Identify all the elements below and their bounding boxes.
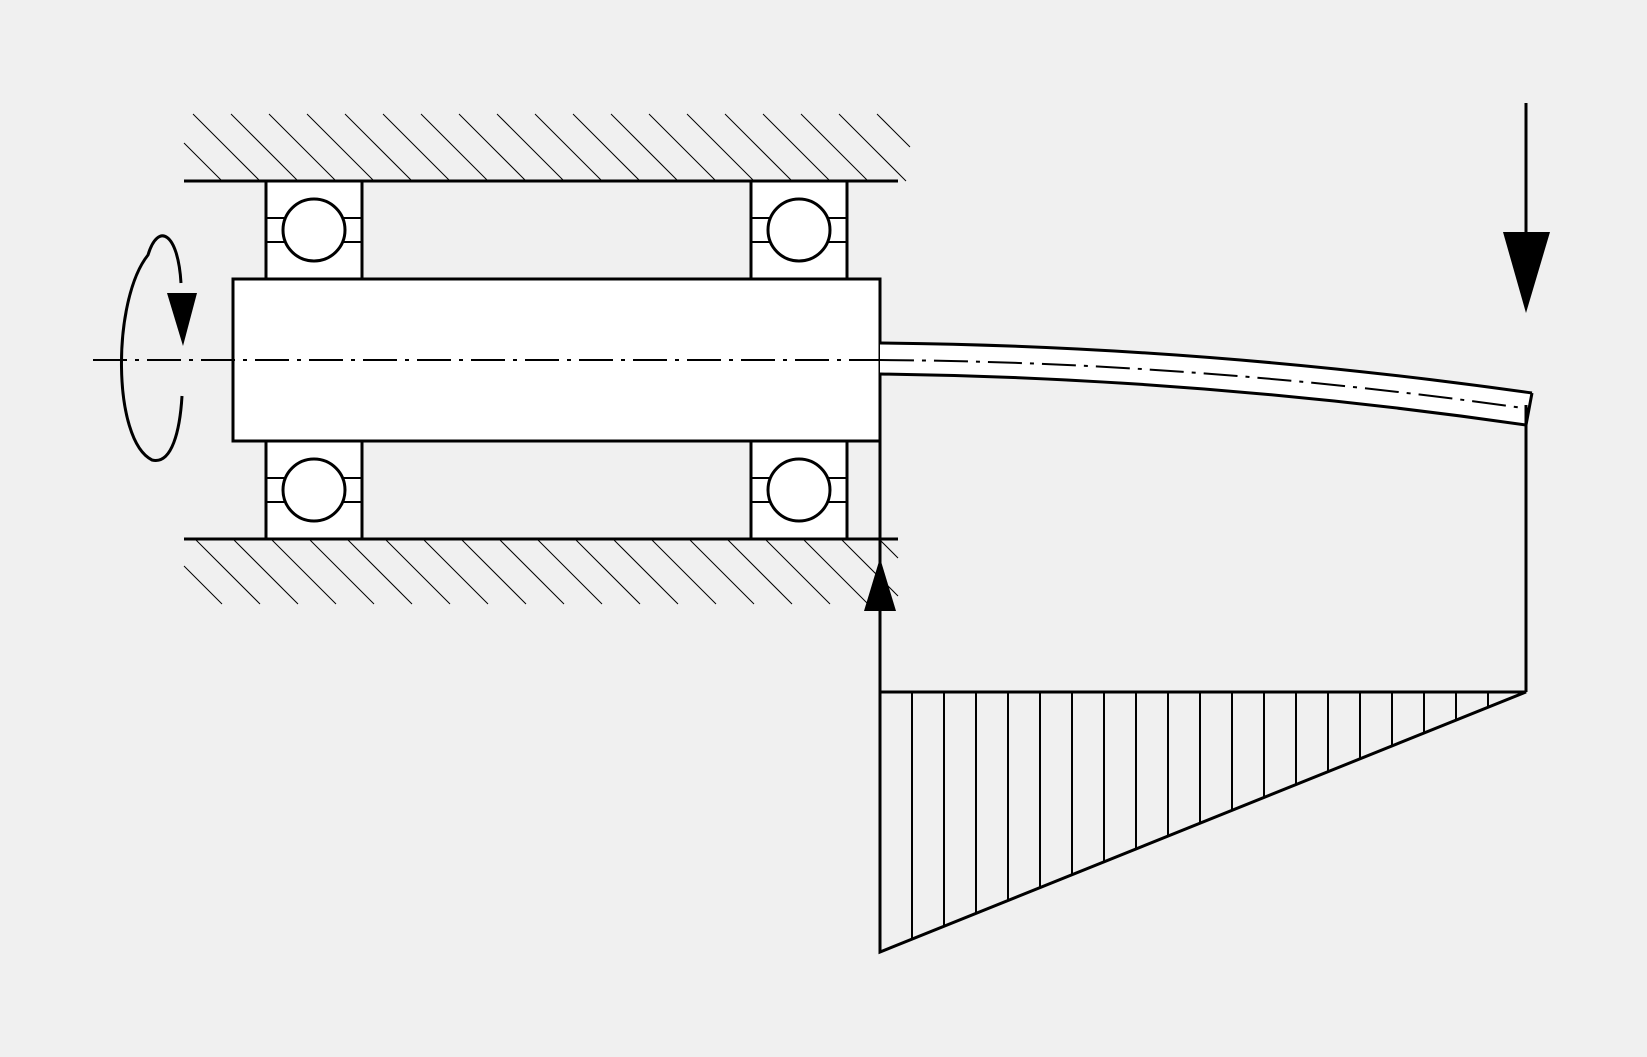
hatch-line xyxy=(572,113,641,182)
hatch-line xyxy=(194,538,261,605)
bearing-upper-right xyxy=(749,179,849,281)
bearing-lower-left xyxy=(264,439,364,541)
bearing-upper-right-ball xyxy=(766,197,832,263)
hatch-line xyxy=(308,538,375,605)
hatch-line xyxy=(384,538,451,605)
hatch-line xyxy=(496,113,565,182)
hatch-line xyxy=(648,113,717,182)
moment-outline xyxy=(878,690,1527,955)
applied-load-arrow-icon xyxy=(1503,103,1550,313)
bearing-lower-left-ball xyxy=(281,457,347,523)
hatch-line xyxy=(183,565,223,605)
bearing-upper-left-ball xyxy=(281,197,347,263)
hatch-line xyxy=(183,142,223,182)
hatch-line xyxy=(230,113,299,182)
hatch-line xyxy=(574,538,641,605)
lower-housing-hatch xyxy=(183,538,899,605)
hatch-line xyxy=(612,538,679,605)
rotation-arrow-icon xyxy=(120,234,197,462)
bearing-lower-right xyxy=(749,439,849,541)
hatch-line xyxy=(498,538,565,605)
hatch-line xyxy=(344,113,413,182)
hatch-line xyxy=(422,538,489,605)
hatch-line xyxy=(838,113,907,182)
upper-housing-hatch xyxy=(183,113,911,182)
centerline-deflected xyxy=(879,359,1531,410)
bending-moment-diagram xyxy=(878,690,1527,955)
centerline xyxy=(93,359,1531,410)
hatch-line xyxy=(420,113,489,182)
hatch-line xyxy=(458,113,527,182)
hatch-line xyxy=(764,538,831,605)
hatch-line xyxy=(232,538,299,605)
hatch-line xyxy=(686,113,755,182)
applied-load-arrowhead xyxy=(1503,232,1550,313)
hatch-line xyxy=(192,113,261,182)
hatch-line xyxy=(268,113,337,182)
beam-top-edge xyxy=(879,341,1533,395)
hatch-line xyxy=(802,538,869,605)
bearing-lower-right-ball xyxy=(766,457,832,523)
rotation-arc xyxy=(120,234,184,462)
hatch-line xyxy=(382,113,451,182)
bearing-upper-left xyxy=(264,179,364,281)
hatch-line xyxy=(876,113,911,148)
bearings xyxy=(264,179,849,541)
hatch-line xyxy=(460,538,527,605)
hatch-line xyxy=(878,538,899,559)
moment-hatch xyxy=(911,692,1489,940)
hatch-line xyxy=(346,538,413,605)
hatch-line xyxy=(534,113,603,182)
hatch-line xyxy=(688,538,755,605)
hatch-line xyxy=(610,113,679,182)
reaction-force-arrowhead xyxy=(864,558,896,611)
hatch-line xyxy=(650,538,717,605)
hatch-line xyxy=(270,538,337,605)
hatch-line xyxy=(536,538,603,605)
hatch-line xyxy=(724,113,793,182)
hatch-line xyxy=(306,113,375,182)
hatch-line xyxy=(800,113,869,182)
beam-bottom-edge xyxy=(879,372,1527,427)
hatch-line xyxy=(726,538,793,605)
hatch-line xyxy=(762,113,831,182)
rotation-arrowhead xyxy=(167,293,197,346)
